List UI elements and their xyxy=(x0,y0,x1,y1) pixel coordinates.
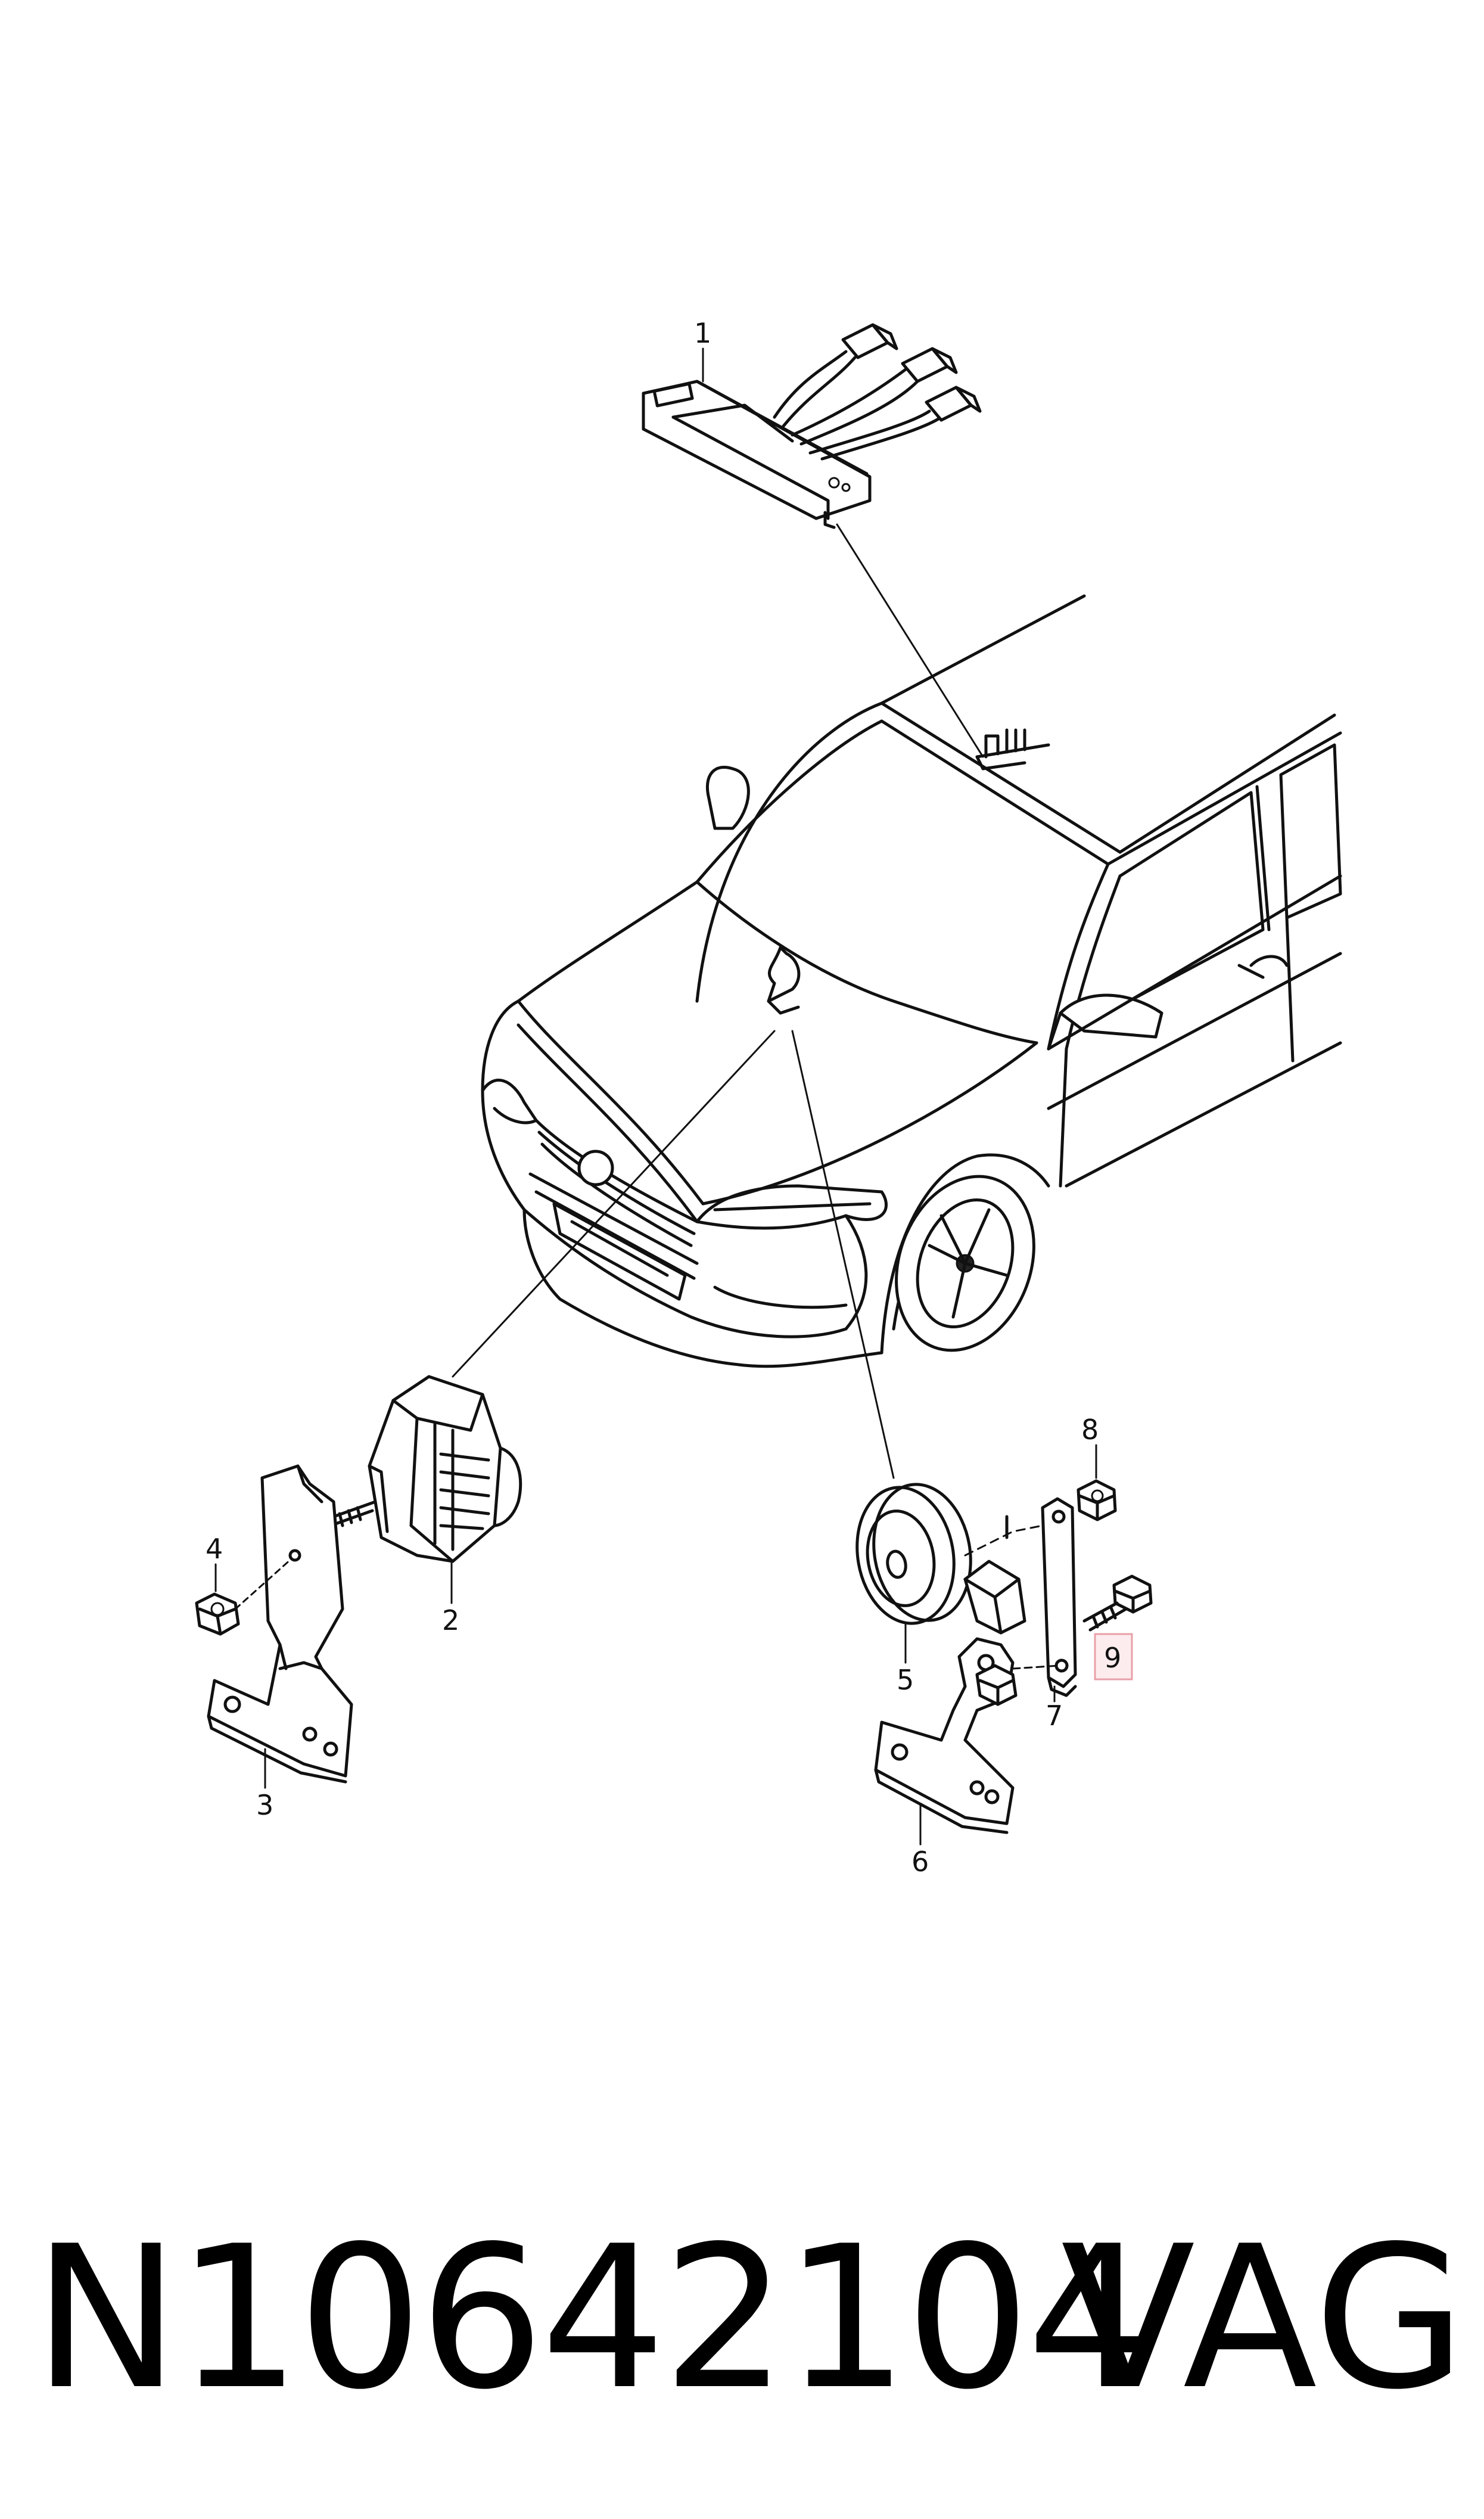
parts-diagram: 2 3 4 5 xyxy=(195,317,1342,1878)
control-module-part-1 xyxy=(642,323,982,529)
horn-part-2 xyxy=(329,1375,522,1563)
callout-1: 1 xyxy=(694,317,711,349)
leader-line xyxy=(836,523,984,758)
car-outline xyxy=(481,594,1342,1368)
location-marker-module xyxy=(975,728,1050,771)
nut-part-8 xyxy=(1077,1479,1117,1521)
callout-5: 5 xyxy=(897,1664,914,1696)
nut-part-4 xyxy=(195,1557,293,1636)
callout-7: 7 xyxy=(1046,1700,1063,1732)
callout-2: 2 xyxy=(442,1604,459,1636)
callout-8: 8 xyxy=(1081,1414,1099,1446)
footer: N10642104 VAG xyxy=(0,2193,1484,2443)
bracket-part-3 xyxy=(207,1464,353,1784)
bracket-part-6 xyxy=(874,1637,1018,1834)
brand-label: VAG xyxy=(1060,2204,1466,2433)
leader-line xyxy=(452,1030,776,1378)
leader-line xyxy=(791,1030,895,1479)
callout-4: 4 xyxy=(206,1533,223,1565)
callout-3: 3 xyxy=(256,1789,273,1821)
callout-9: 9 xyxy=(1104,1642,1121,1674)
callout-9-highlight xyxy=(1094,1633,1133,1681)
callout-6: 6 xyxy=(911,1846,929,1878)
strap-part-7 xyxy=(1012,1497,1077,1697)
location-marker-horn xyxy=(767,946,801,1015)
horn-part-5 xyxy=(855,1483,1044,1635)
part-number: N10642104 xyxy=(33,2204,1152,2433)
bolt-part-9 xyxy=(1082,1574,1153,1632)
